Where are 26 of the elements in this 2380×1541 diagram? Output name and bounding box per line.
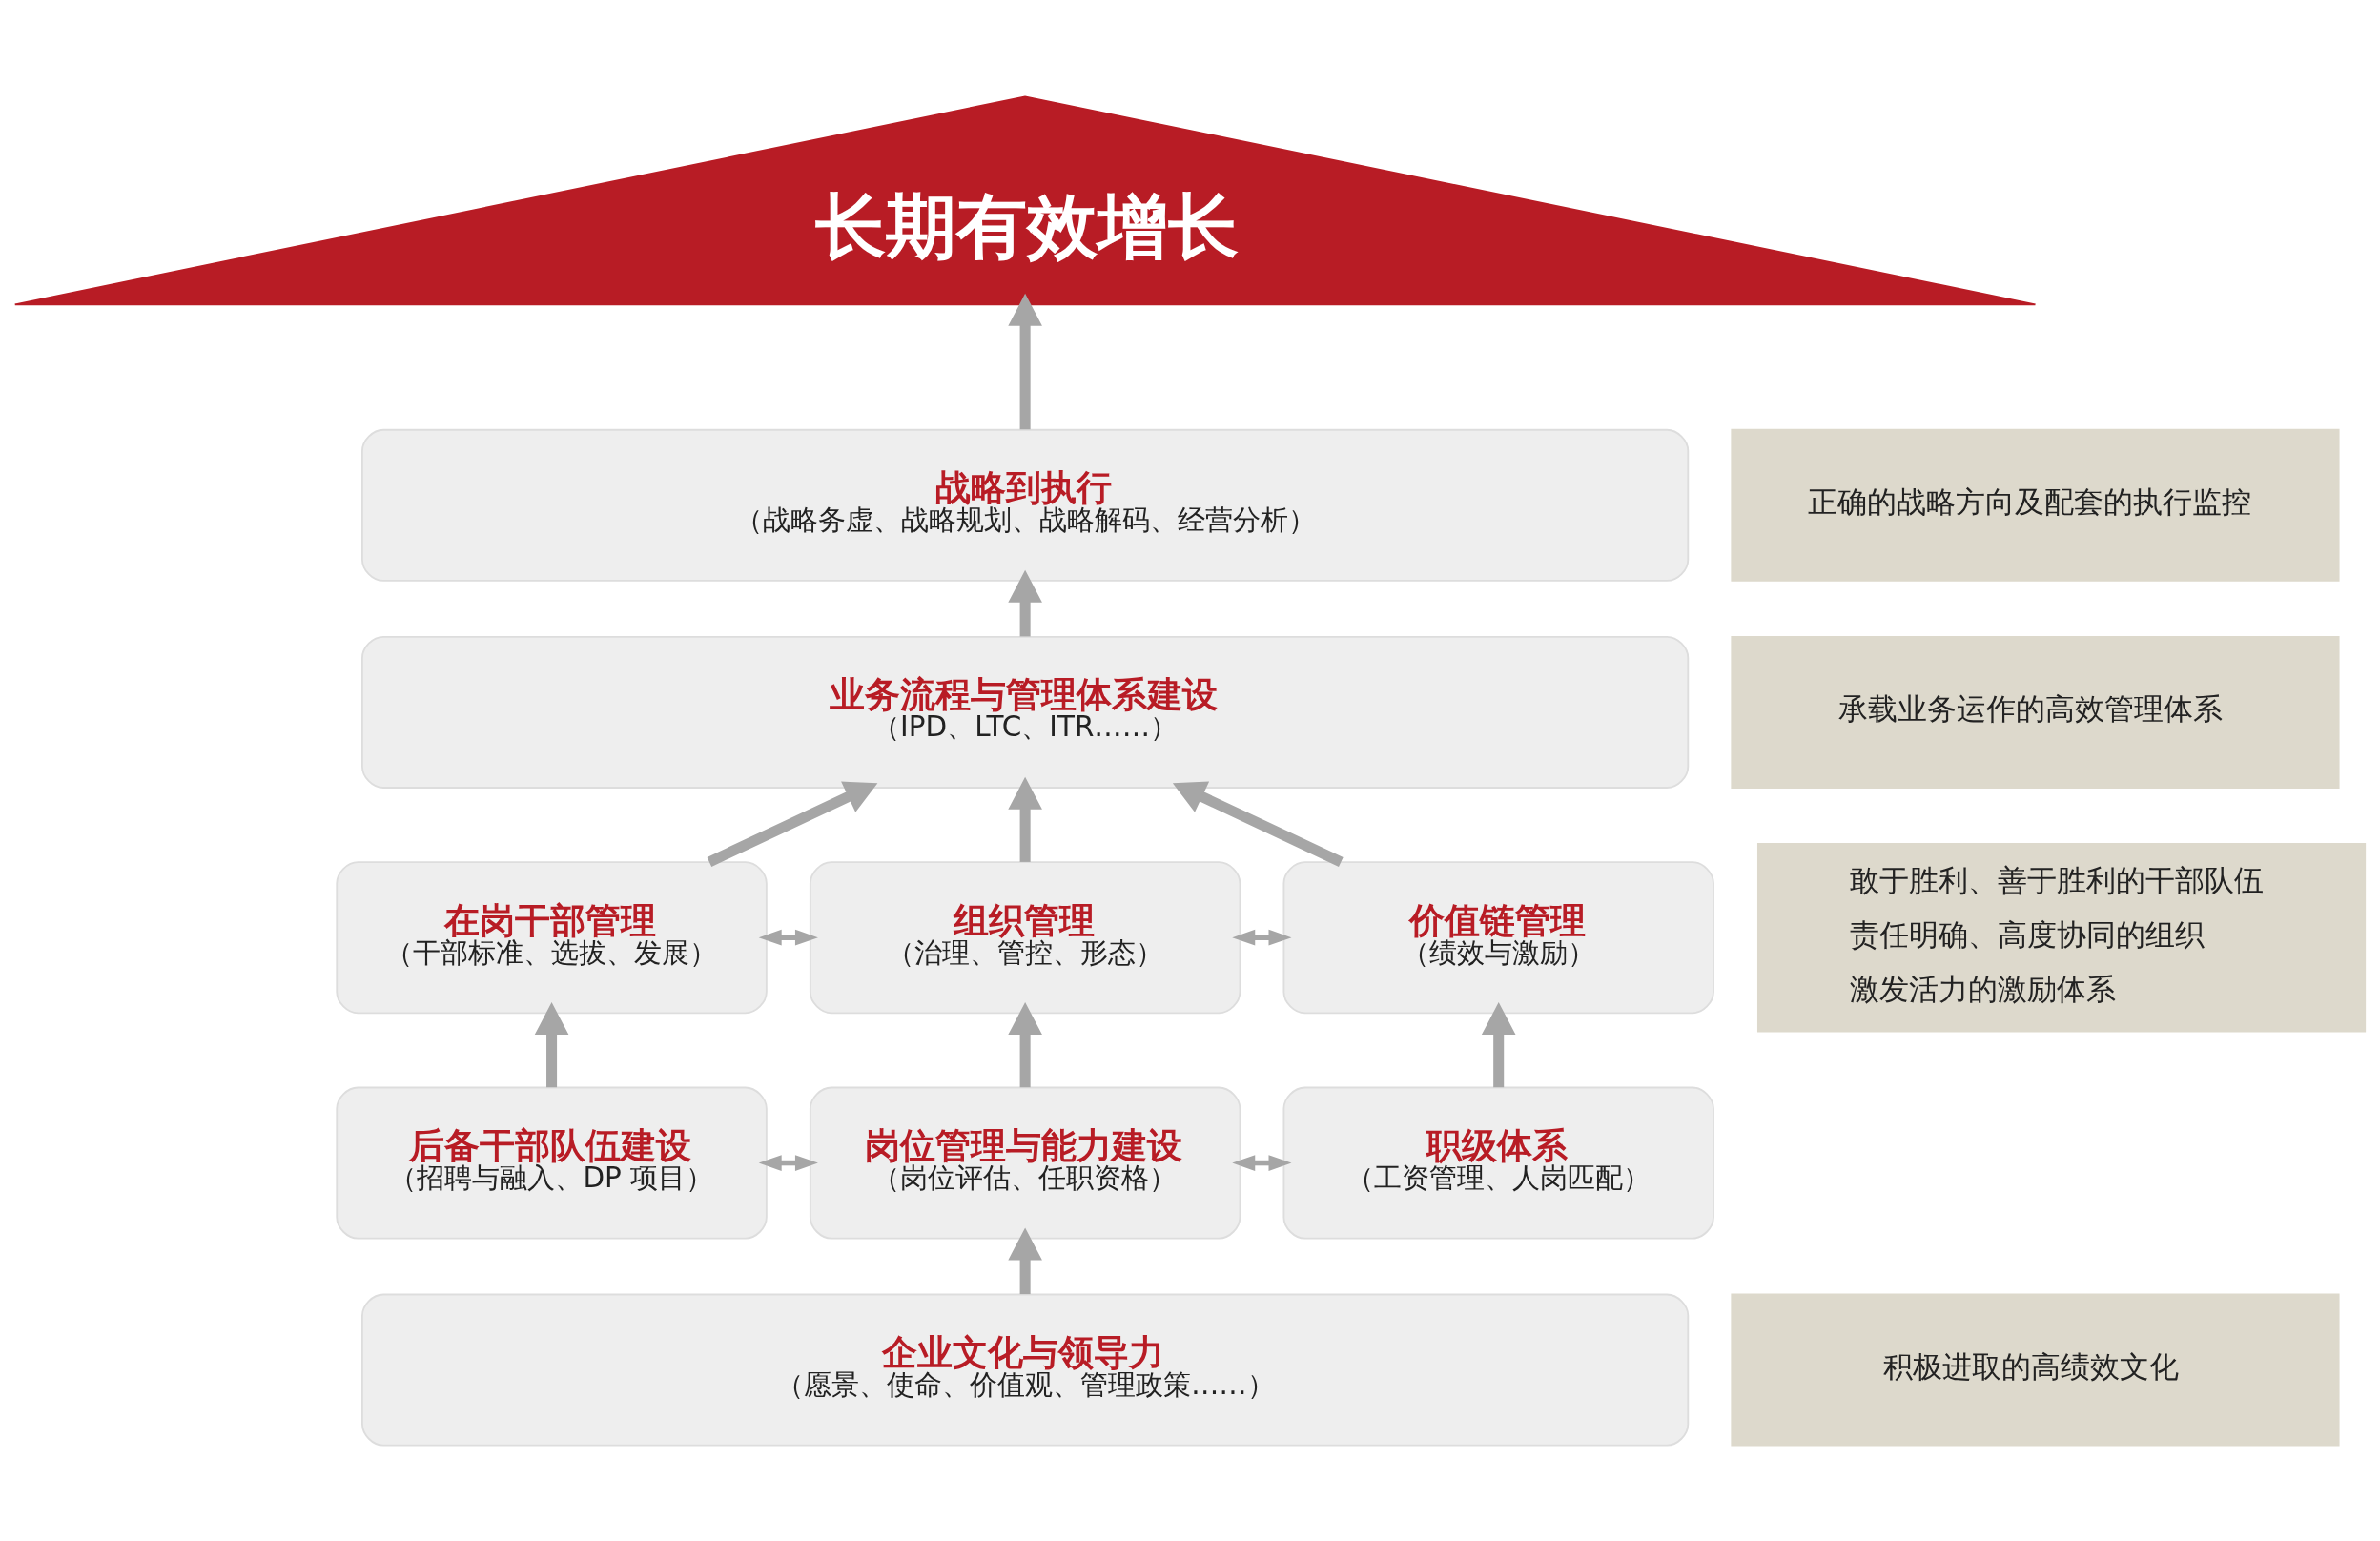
node-box: 战略到执行 （战略务虚、战略规划、战略解码、经营分析） <box>361 428 1690 582</box>
arrow <box>1008 1001 1042 1087</box>
arrow <box>707 780 878 867</box>
node-box: 组织管理 （治理、管控、形态） <box>809 860 1241 1014</box>
node-box: 积极进取的高绩效文化 <box>1731 1293 2340 1447</box>
arrow <box>1008 1226 1042 1294</box>
arrow <box>758 1154 818 1171</box>
node-box: 业务流程与管理体系建设 （IPD、LTC、ITR……） <box>361 635 1690 789</box>
arrow <box>1008 293 1042 429</box>
arrow <box>1172 780 1344 867</box>
node-box: 后备干部队伍建设 （招聘与融入、DP 项目） <box>336 1086 768 1240</box>
node-box: 承载业务运作的高效管理体系 <box>1731 635 2340 789</box>
arrow <box>1008 776 1042 862</box>
arrow <box>1481 1001 1516 1087</box>
node-box: 职级体系 （工资管理、人岗匹配） <box>1282 1086 1714 1240</box>
node-box: 岗位管理与能力建设 （岗位评估、任职资格） <box>809 1086 1241 1240</box>
node-box: 价值链管理 （绩效与激励） <box>1282 860 1714 1014</box>
arrow <box>758 929 818 946</box>
node-box: 企业文化与领导力 （愿景、使命、价值观、管理政策……） <box>361 1293 1690 1447</box>
arrow <box>1008 569 1042 636</box>
arrow <box>1232 1154 1292 1171</box>
node-box: 在岗干部管理 （干部标准、选拔、发展） <box>336 860 768 1014</box>
arrow <box>1232 929 1292 946</box>
node-box: 敢于胜利、善于胜利的干部队伍 责任明确、高度协同的组织 激发活力的激励体系 <box>1756 842 2367 1033</box>
arrow <box>534 1001 569 1087</box>
node-box: 正确的战略方向及配套的执行监控 <box>1731 428 2340 582</box>
